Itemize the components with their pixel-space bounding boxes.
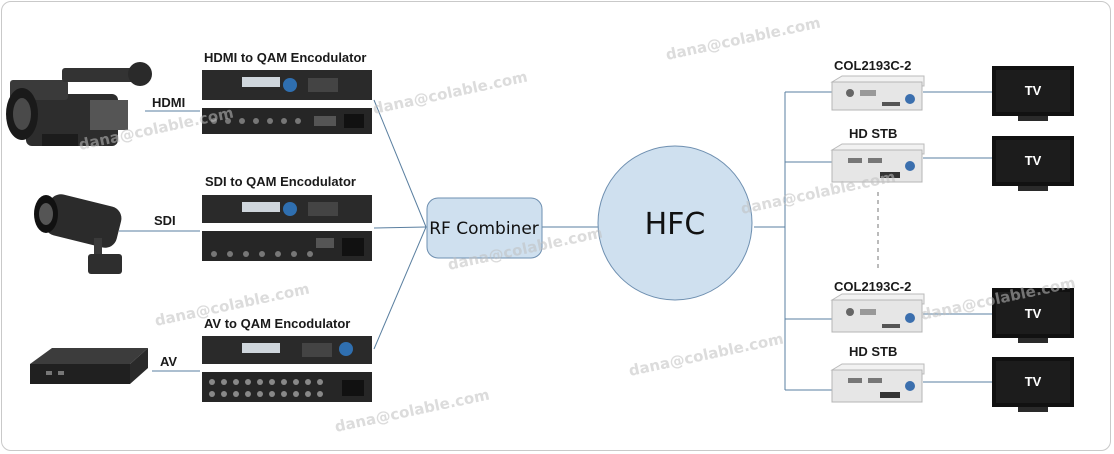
rf-combiner-box <box>426 197 543 259</box>
hdmi-to-combiner-line <box>373 99 427 228</box>
hdmi-encoder-title: HDMI to QAM Encodulator <box>204 50 367 65</box>
tv-3-icon <box>992 288 1074 343</box>
tv-4-label: TV <box>1025 374 1042 389</box>
av-source-label: AV <box>160 354 177 369</box>
tv-2-label: TV <box>1025 153 1042 168</box>
receiver-1-label: COL2193C-2 <box>834 58 911 73</box>
hdmi-encoder-icon <box>202 70 372 134</box>
receiver-3-label: COL2193C-2 <box>834 279 911 294</box>
receiver-4-label: HD STB <box>849 344 897 359</box>
hfc-network-circle <box>597 145 753 301</box>
receiver-4-icon <box>830 363 925 403</box>
av-encoder-title: AV to QAM Encodulator <box>204 316 350 331</box>
receiver-2-label: HD STB <box>849 126 897 141</box>
media-box-icon <box>30 348 148 384</box>
watermark-1: dana@colable.com <box>664 14 822 64</box>
hfc-label: HFC <box>645 207 706 242</box>
sdi-encoder-title: SDI to QAM Encodulator <box>205 174 356 189</box>
receiver-3-icon <box>830 293 925 333</box>
watermark-4: dana@colable.com <box>739 168 897 218</box>
tv-4-icon <box>992 357 1074 412</box>
tv-1-icon <box>992 66 1074 121</box>
tv-2-icon <box>992 136 1074 191</box>
camcorder-icon <box>6 62 152 146</box>
sdi-encoder-icon <box>202 195 372 261</box>
receiver-2-icon <box>830 143 925 183</box>
tv-3-label: TV <box>1025 306 1042 321</box>
av-encoder-icon <box>202 336 372 402</box>
hdmi-source-label: HDMI <box>152 95 185 110</box>
tv-1-label: TV <box>1025 83 1042 98</box>
rf-combiner-label: RF Combiner <box>429 219 539 239</box>
receiver-1-icon <box>830 75 925 111</box>
sdi-source-label: SDI <box>154 213 176 228</box>
watermark-2: dana@colable.com <box>371 68 529 118</box>
av-to-combiner-line <box>373 226 427 350</box>
sdi-to-combiner-line <box>373 226 427 229</box>
security-camera-icon <box>34 194 122 274</box>
connection-lines <box>119 91 992 391</box>
watermark-8: dana@colable.com <box>627 330 785 380</box>
